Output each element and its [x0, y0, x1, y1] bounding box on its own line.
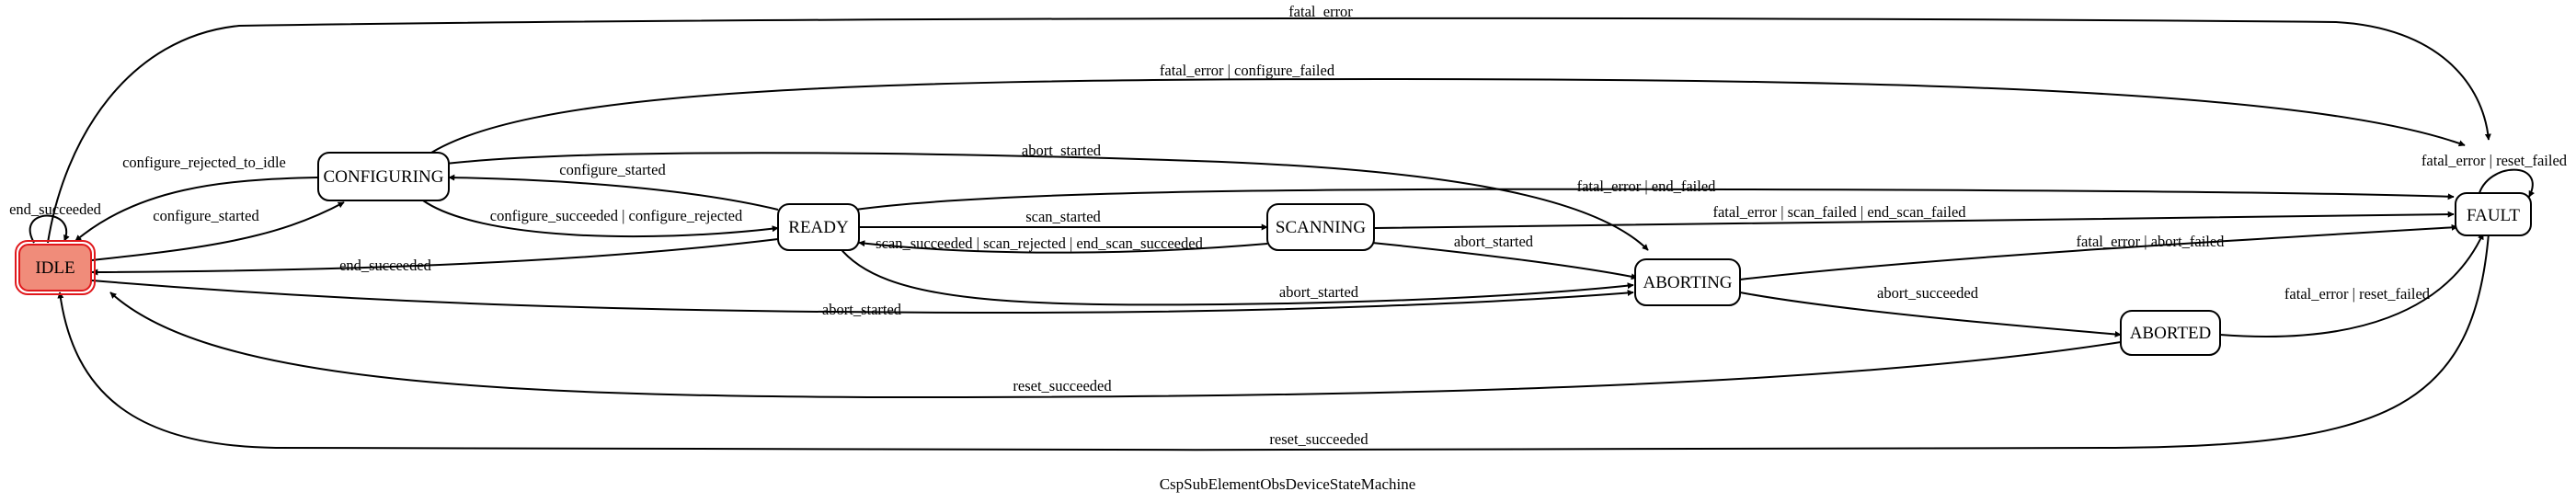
- state-label-aborted: ABORTED: [2130, 324, 2212, 343]
- state-aborting: ABORTING: [1634, 258, 1741, 306]
- label-abort-succeeded: abort_succeeded: [1877, 284, 1979, 302]
- state-label-aborting: ABORTING: [1643, 273, 1732, 292]
- configuring-box: [317, 152, 450, 201]
- edge-labels: fatal_error fatal_error | configure_fail…: [9, 3, 2568, 448]
- edge-idle-self: [29, 214, 70, 244]
- edge-ready-scanning: [858, 223, 1268, 231]
- edge-scanning-fault: [1374, 211, 2455, 229]
- edge-fault-self: [2478, 168, 2535, 198]
- aborting-box: [1634, 258, 1741, 306]
- edge-scanning-aborting: [1371, 242, 1638, 280]
- state-configuring: CONFIGURING: [317, 152, 450, 201]
- label-configure-started-ready: configure_started: [559, 161, 666, 178]
- state-idle: IDLE: [15, 240, 96, 295]
- edge-aborted-idle: [109, 292, 2122, 399]
- ready-box: [777, 203, 860, 251]
- label-abort-started-configuring: abort_started: [1022, 142, 1102, 159]
- edge-idle-configuring: [91, 201, 345, 261]
- state-label-configuring: CONFIGURING: [324, 167, 444, 187]
- label-fatal-reset-failed-self: fatal_error | reset_failed: [2421, 152, 2568, 169]
- state-label-fault: FAULT: [2467, 206, 2520, 225]
- state-fault: FAULT: [2455, 192, 2532, 236]
- label-fatal-reset-failed-aborted: fatal_error | reset_failed: [2284, 285, 2431, 303]
- idle-box: [18, 244, 92, 292]
- edge-idle-fault-fatal-error: [47, 17, 2491, 244]
- label-scan-succeeded-rejected-end: scan_succeeded | scan_rejected | end_sca…: [876, 234, 1203, 252]
- scanning-box: [1266, 203, 1375, 251]
- state-label-ready: READY: [788, 218, 849, 237]
- label-end-succeeded-self: end_succeeded: [9, 200, 102, 218]
- label-fatal-scan-end-scan-failed: fatal_error | scan_failed | end_scan_fai…: [1712, 203, 1966, 221]
- label-reset-succeeded-aborted: reset_succeeded: [1013, 377, 1112, 394]
- state-scanning: SCANNING: [1266, 203, 1375, 251]
- label-fatal-end-failed: fatal_error | end_failed: [1577, 177, 1717, 195]
- edge-configuring-aborting: [429, 152, 1649, 251]
- edge-aborting-fault: [1739, 223, 2458, 280]
- idle-outer-border: [15, 240, 96, 295]
- state-label-scanning: SCANNING: [1276, 218, 1366, 237]
- edge-configuring-fault: [422, 77, 2466, 159]
- edge-configuring-ready: [422, 200, 779, 238]
- label-abort-started-idle: abort_started: [822, 301, 902, 318]
- edge-configuring-idle: [74, 177, 319, 242]
- edge-idle-aborting: [91, 280, 1634, 314]
- label-reset-succeeded-fault: reset_succeeded: [1269, 430, 1368, 448]
- label-configure-rejected-to-idle: configure_rejected_to_idle: [122, 154, 286, 171]
- label-fatal-abort-failed: fatal_error | abort_failed: [2077, 233, 2226, 250]
- edge-ready-fault: [854, 188, 2455, 211]
- label-fatal-error-top: fatal_error: [1288, 3, 1353, 20]
- label-end-succeeded-ready: end_succeeded: [339, 257, 432, 274]
- label-abort-started-ready: abort_started: [1279, 283, 1359, 301]
- state-aborted: ABORTED: [2120, 310, 2221, 356]
- fault-box: [2455, 192, 2532, 236]
- label-scan-started: scan_started: [1025, 208, 1101, 225]
- state-ready: READY: [777, 203, 860, 251]
- edge-fault-idle: [57, 233, 2490, 452]
- edge-scanning-ready: [858, 240, 1268, 254]
- edge-aborted-fault: [2219, 233, 2484, 337]
- state-label-idle: IDLE: [35, 258, 74, 278]
- label-configure-succeeded-rejected: configure_succeeded | configure_rejected: [490, 207, 743, 224]
- edge-ready-configuring: [448, 174, 779, 211]
- aborted-box: [2120, 310, 2221, 356]
- edge-aborting-aborted: [1739, 292, 2122, 337]
- diagram-caption: CspSubElementObsDeviceStateMachine: [1160, 475, 1416, 493]
- label-configure-started-idle: configure_started: [153, 207, 259, 224]
- label-abort-started-scanning: abort_started: [1454, 233, 1534, 250]
- label-fatal-configure-failed: fatal_error | configure_failed: [1160, 62, 1335, 79]
- edges: [29, 17, 2535, 452]
- edge-ready-idle: [91, 238, 779, 276]
- edge-ready-aborting: [838, 246, 1634, 306]
